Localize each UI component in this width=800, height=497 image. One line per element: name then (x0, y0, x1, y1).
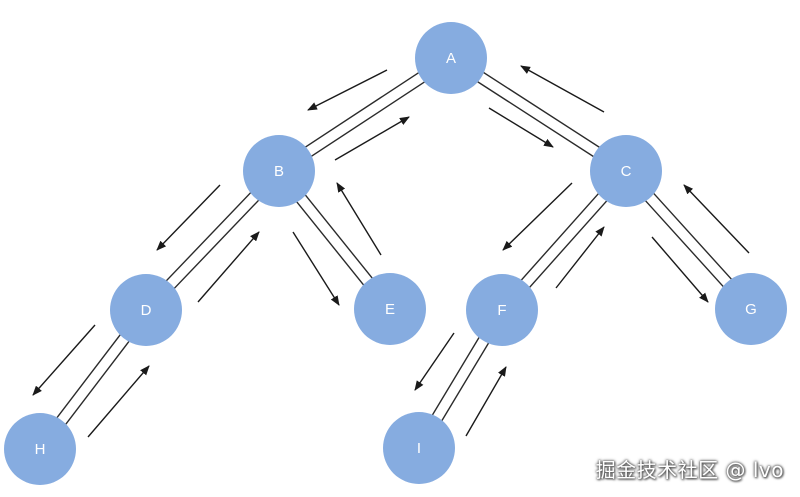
traversal-arrow-f-to-i (414, 332, 455, 391)
traversal-arrow-d-to-b (197, 231, 260, 303)
tree-node-i: I (383, 412, 455, 484)
tree-node-e: E (354, 273, 426, 345)
traversal-arrow-b-to-e (292, 231, 340, 306)
traversal-arrow-b-to-a (334, 116, 410, 161)
node-label: A (446, 50, 456, 67)
node-circle (243, 135, 315, 207)
node-label: D (141, 302, 152, 319)
node-label: E (385, 301, 395, 318)
node-label: C (621, 163, 632, 180)
traversal-arrows (32, 65, 750, 438)
traversal-arrow-a-to-b (307, 69, 388, 111)
node-circle (354, 273, 426, 345)
tree-node-f: F (466, 274, 538, 346)
tree-nodes: A B C D E F G H I (4, 22, 787, 485)
traversal-arrow-i-to-f (465, 366, 507, 437)
traversal-arrow-d-to-h (32, 324, 96, 396)
traversal-arrow-c-to-f (502, 182, 573, 251)
node-circle (415, 22, 487, 94)
node-circle (110, 274, 182, 346)
traversal-arrow-f-to-c (555, 226, 605, 289)
node-label: I (417, 440, 421, 457)
tree-node-h: H (4, 413, 76, 485)
tree-edges (35, 52, 756, 453)
traversal-arrow-g-to-c (683, 184, 750, 254)
tree-node-b: B (243, 135, 315, 207)
traversal-arrow-a-to-c (488, 107, 554, 148)
traversal-arrow-c-to-g (651, 236, 709, 303)
traversal-arrow-e-to-b (336, 182, 382, 256)
node-circle (590, 135, 662, 207)
node-label: H (35, 441, 46, 458)
traversal-arrow-b-to-d (156, 184, 221, 251)
watermark-text: 掘金技术社区 @ lvo (595, 458, 784, 482)
node-circle (715, 273, 787, 345)
traversal-arrow-h-to-d (87, 365, 150, 438)
node-label: G (745, 301, 757, 318)
traversal-arrow-c-to-a (520, 65, 605, 113)
tree-node-c: C (590, 135, 662, 207)
node-label: B (274, 163, 284, 180)
node-circle (466, 274, 538, 346)
tree-node-g: G (715, 273, 787, 345)
node-circle (4, 413, 76, 485)
node-label: F (497, 302, 506, 319)
node-circle (383, 412, 455, 484)
tree-node-a: A (415, 22, 487, 94)
tree-node-d: D (110, 274, 182, 346)
